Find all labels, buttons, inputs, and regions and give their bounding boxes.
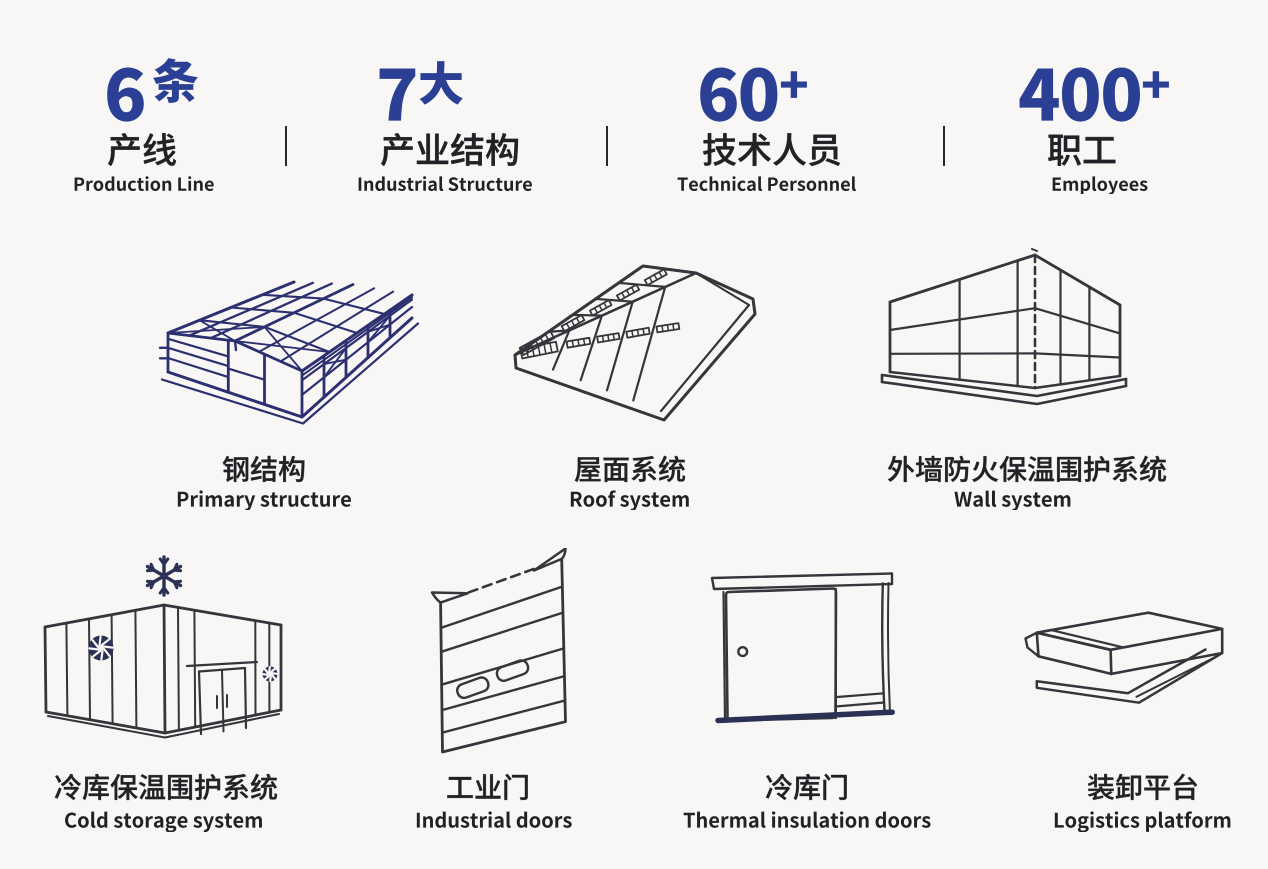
stat-number: 400 <box>1018 59 1143 133</box>
cold-storage-illustration <box>43 555 283 739</box>
product-label-en: Wall system <box>954 489 1072 511</box>
stat-unit: 条 <box>152 57 199 107</box>
stat-label-zh: 产线 <box>107 132 177 169</box>
stat-label-zh: 职工 <box>1047 132 1117 169</box>
product-label-zh: 工业门 <box>446 773 530 803</box>
stat-divider <box>943 126 945 166</box>
product-label-zh: 外墙防火保温围护系统 <box>887 455 1167 485</box>
stat-divider <box>285 126 287 166</box>
stat-number: 60 <box>697 59 780 133</box>
thermal-door-illustration <box>710 572 895 724</box>
stat-unit: + <box>779 60 809 112</box>
logistics-platform-illustration <box>1024 611 1224 704</box>
product-label-zh: 屋面系统 <box>574 455 686 485</box>
roof-system-illustration <box>513 264 757 422</box>
stat-number: 7 <box>376 59 419 133</box>
product-label-en: Cold storage system <box>64 810 263 832</box>
product-label-zh: 钢结构 <box>222 455 306 485</box>
product-label-en: Thermal insulation doors <box>683 810 931 831</box>
steel-structure-illustration <box>158 280 420 425</box>
stat-label-en: Employees <box>1051 175 1148 194</box>
stat-unit: + <box>1141 60 1171 112</box>
product-label-en: Roof system <box>569 489 690 511</box>
product-label-zh: 冷库保温围护系统 <box>54 773 278 803</box>
stat-label-en: Technical Personnel <box>677 175 856 194</box>
stat-number: 6 <box>104 59 147 133</box>
product-label-en: Logistics platform <box>1053 810 1232 832</box>
stat-unit: 大 <box>418 60 464 109</box>
product-label-en: Industrial doors <box>415 810 572 831</box>
product-label-zh: 冷库门 <box>765 773 849 803</box>
wall-system-illustration <box>880 248 1128 406</box>
stat-label-zh: 产业结构 <box>380 132 520 169</box>
product-label-zh: 装卸平台 <box>1087 773 1199 803</box>
stat-label-en: Industrial Structure <box>357 175 533 194</box>
stat-label-en: Production Line <box>73 175 215 194</box>
stat-label-zh: 技术人员 <box>702 132 842 169</box>
product-label-en: Primary structure <box>176 489 352 511</box>
stat-divider <box>605 126 608 166</box>
industrial-door-illustration <box>430 548 567 754</box>
